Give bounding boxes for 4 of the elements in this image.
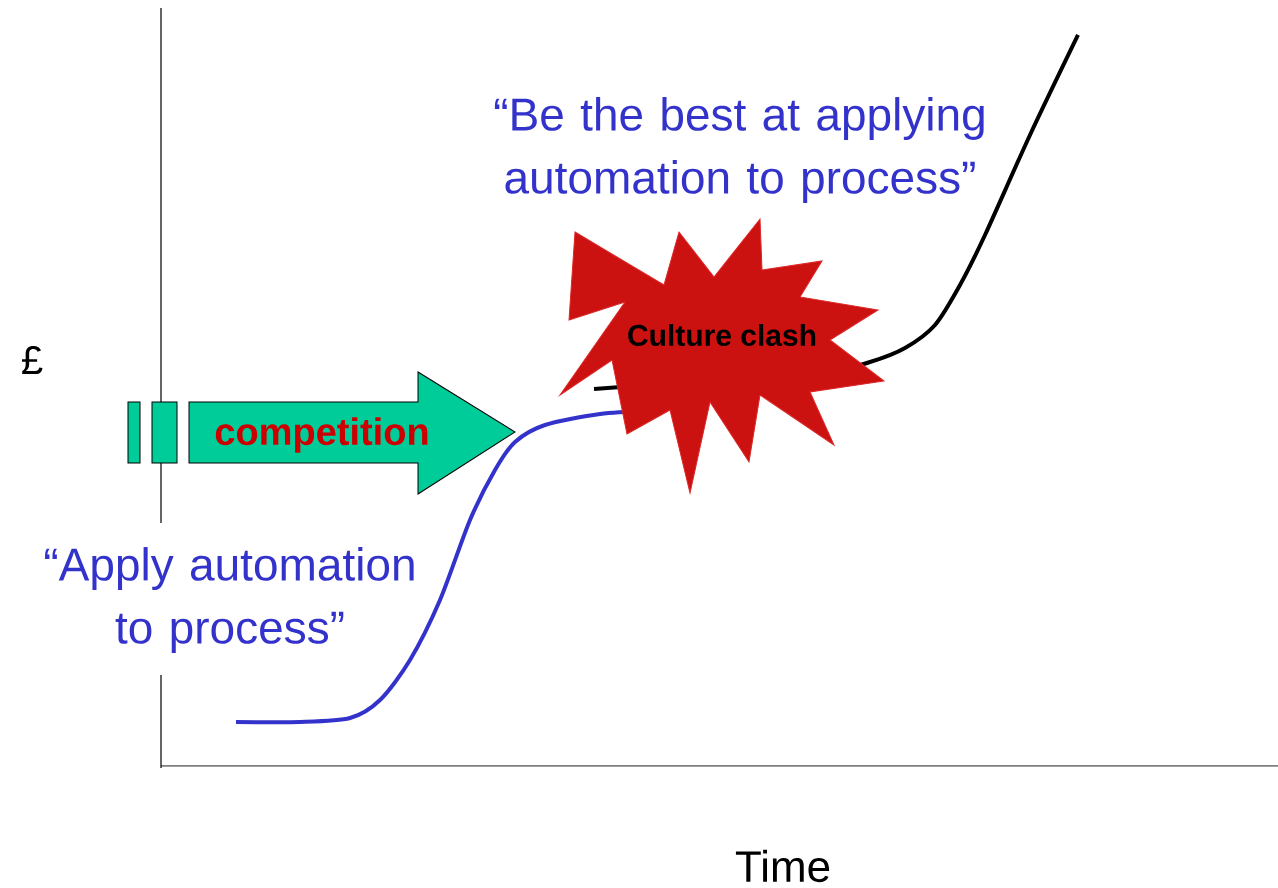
axis-label: Time [735,849,830,883]
quote-text: “Apply automation to process” [45,547,414,653]
starburst: Culture clash [559,218,885,494]
axis-label: £ [22,346,43,374]
